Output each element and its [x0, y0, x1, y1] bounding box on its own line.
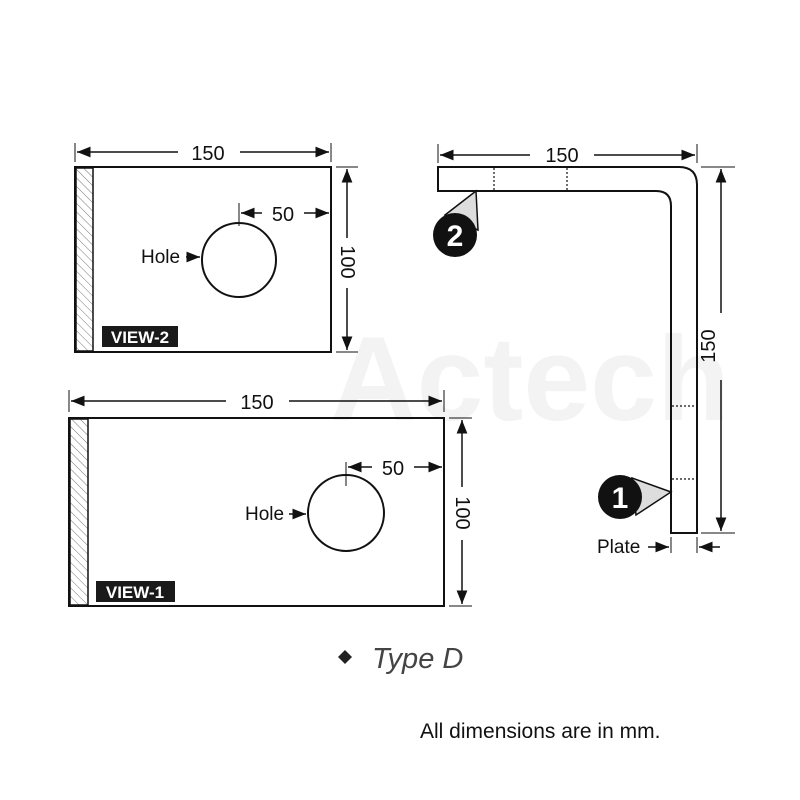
callout-2: 2: [433, 189, 479, 257]
view1-hole-label: Hole: [245, 504, 284, 525]
side-width-dim: 150: [545, 145, 578, 167]
plate-label: Plate: [597, 537, 640, 558]
view2-label: VIEW-2: [111, 328, 169, 347]
view2-hole-offset: 50: [272, 204, 294, 226]
callout-1-number: 1: [612, 482, 629, 515]
callout-2-number: 2: [447, 220, 464, 253]
hatched-edge: [69, 418, 89, 606]
view-2: [74, 143, 358, 353]
view1-label: VIEW-1: [106, 583, 164, 602]
bend-lines: [493, 168, 696, 480]
plate-outline: [74, 166, 332, 353]
view2-height-dim: 100: [336, 245, 358, 278]
side-view: [437, 144, 735, 553]
view2-width-dim: 150: [191, 143, 224, 165]
view2-label-box: [102, 326, 178, 347]
view1-hole-offset: 50: [382, 458, 404, 480]
plate-outline: [68, 417, 445, 607]
view1-height-dim: 100: [451, 496, 473, 529]
view-1: [68, 390, 472, 607]
units-note: All dimensions are in mm.: [420, 720, 660, 743]
hole-circle: [307, 474, 385, 552]
callout-1: 1: [598, 475, 673, 519]
side-height-dim: 150: [698, 329, 720, 362]
hole-circle: [201, 222, 277, 298]
diamond-bullet-icon: [338, 650, 352, 664]
view1-width-dim: 150: [240, 392, 273, 414]
view1-label-box: [96, 581, 175, 602]
hatched-edge: [75, 167, 94, 352]
watermark: Actech: [330, 312, 730, 446]
type-label: Type D: [372, 643, 463, 675]
view2-hole-label: Hole: [141, 247, 180, 268]
bracket-outline: [437, 166, 698, 534]
